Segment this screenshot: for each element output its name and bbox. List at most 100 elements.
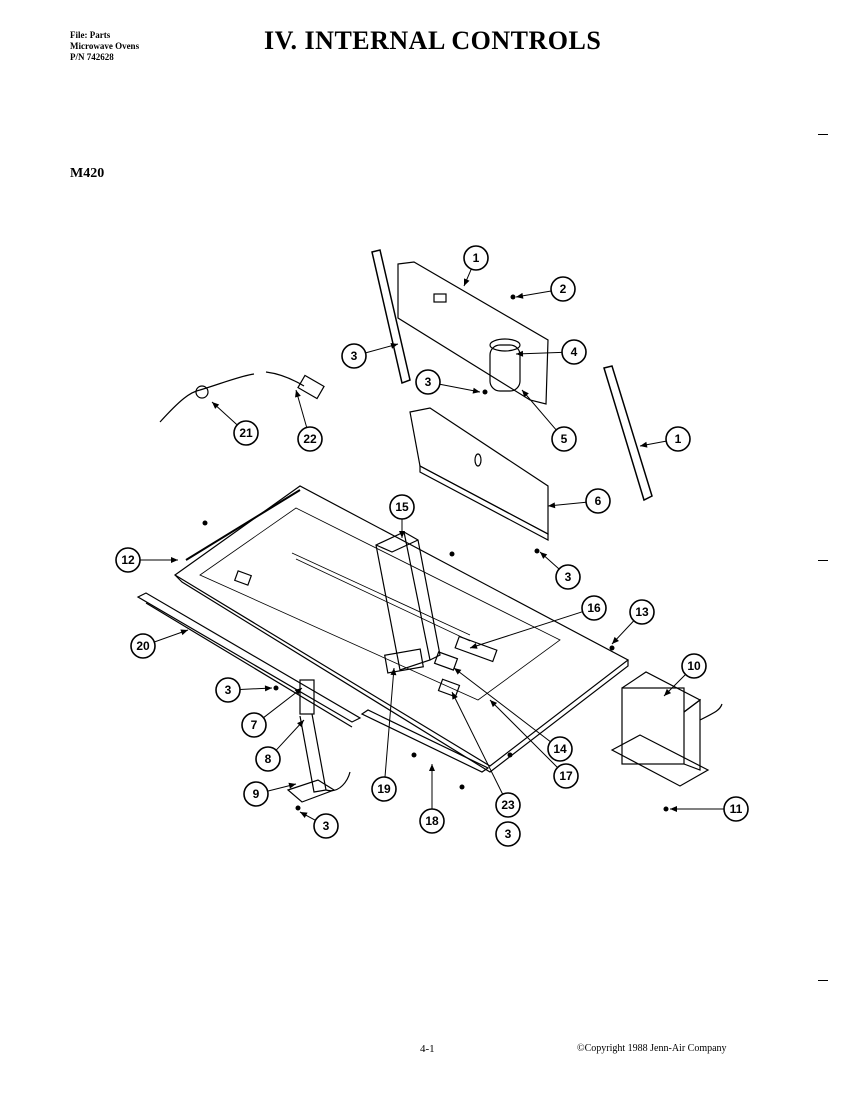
wire-harness-22 [265, 371, 305, 387]
callout-number: 14 [553, 742, 567, 756]
screw [411, 752, 417, 758]
leader-arrowhead [454, 668, 462, 675]
callout-number: 3 [505, 827, 512, 841]
callout-number: 1 [473, 251, 480, 265]
interlock-arm [299, 713, 327, 793]
callout-number: 2 [560, 282, 567, 296]
leader-arrowhead [490, 700, 498, 708]
leader-arrowhead [300, 812, 308, 818]
callout-12: 12 [115, 547, 178, 573]
leader-line [384, 667, 395, 778]
callout-number: 13 [635, 605, 649, 619]
leader-arrowhead [180, 629, 188, 636]
callout-3: 3 [341, 342, 399, 369]
callout-number: 1 [675, 432, 682, 446]
callout-circle [371, 776, 397, 802]
duct-bracket [384, 648, 424, 674]
callout-3: 3 [215, 677, 273, 703]
callout-circle [547, 736, 573, 762]
copyright: ©Copyright 1988 Jenn-Air Company [577, 1043, 727, 1054]
callout-circle [241, 712, 267, 738]
callout-3: 3 [539, 551, 581, 590]
front-strip [136, 592, 362, 723]
interlock-lead [325, 771, 351, 792]
callout-circle [629, 599, 655, 625]
callout-circle [550, 276, 576, 302]
callout-10: 10 [663, 653, 707, 697]
callout-circle [389, 494, 415, 520]
lower-rail [360, 709, 490, 773]
callout-circle [555, 564, 581, 590]
callout-13: 13 [611, 599, 655, 645]
switch-23 [437, 678, 461, 698]
callout-number: 10 [687, 659, 701, 673]
callout-number: 9 [253, 787, 260, 801]
leader-arrowhead [470, 642, 478, 649]
interlock-plate [286, 779, 336, 803]
file-label: File: Parts [70, 30, 111, 40]
callout-19: 19 [371, 667, 397, 802]
callout-7: 7 [241, 687, 303, 738]
part-number-label: P/N 742628 [70, 52, 114, 62]
callout-9: 9 [243, 781, 297, 807]
callout-circle [551, 426, 577, 452]
callout-circle [130, 633, 156, 659]
wire-clip-21 [195, 385, 209, 399]
leader-arrowhead [294, 688, 302, 695]
callout-5: 5 [521, 389, 577, 452]
callout-circle [585, 488, 611, 514]
leader-arrowhead [640, 441, 648, 448]
air-duct [375, 531, 431, 671]
leader-arrowhead [612, 636, 619, 644]
callout-number: 12 [121, 553, 135, 567]
leader-arrowhead [464, 278, 470, 286]
leader-arrowhead [429, 764, 435, 771]
leader-arrowhead [288, 782, 296, 789]
callout-number: 21 [239, 426, 253, 440]
base-plate-slot [295, 558, 471, 642]
callout-14: 14 [453, 667, 573, 762]
callout-number: 15 [395, 500, 409, 514]
base-plate-cutout [233, 570, 253, 586]
front-strip-lower [145, 602, 353, 728]
file-info-block: File: Parts Microwave Ovens P/N 742628 [70, 30, 139, 63]
callout-6: 6 [547, 488, 611, 514]
callout-circle [415, 369, 441, 395]
callout-number: 3 [565, 570, 572, 584]
transformer-base [610, 734, 710, 787]
screw [663, 806, 669, 812]
callout-circle [297, 426, 323, 452]
screw [609, 645, 615, 651]
leader-line [453, 667, 551, 743]
callout-circle [665, 426, 691, 452]
screw [510, 294, 516, 300]
leader-arrowhead [516, 350, 524, 357]
page-title: IV. INTERNAL CONTROLS [264, 26, 602, 55]
callout-circle [233, 420, 259, 446]
cover-plate [409, 407, 549, 535]
base-plate-inner-recess [199, 507, 561, 701]
capacitor-top [489, 338, 521, 352]
callout-18: 18 [419, 764, 445, 834]
gasket-left [371, 249, 411, 385]
leader-arrowhead [399, 531, 405, 538]
callout-number: 11 [730, 802, 743, 816]
callout-number: 18 [425, 814, 439, 828]
transformer-top [621, 671, 702, 713]
callout-20: 20 [130, 629, 189, 659]
screw [295, 805, 301, 811]
leader-arrowhead [472, 387, 480, 394]
leader-line [521, 389, 557, 431]
leader-arrowhead [390, 342, 398, 349]
edge-mark [818, 560, 828, 561]
callout-number: 23 [501, 798, 515, 812]
terminal-block [454, 635, 498, 663]
callout-21: 21 [211, 401, 259, 446]
callout-number: 22 [303, 432, 317, 446]
callout-number: 17 [559, 769, 573, 783]
transformer-lead [699, 703, 723, 721]
gasket-right [603, 365, 653, 502]
leader-line [515, 351, 563, 355]
screw [482, 389, 488, 395]
